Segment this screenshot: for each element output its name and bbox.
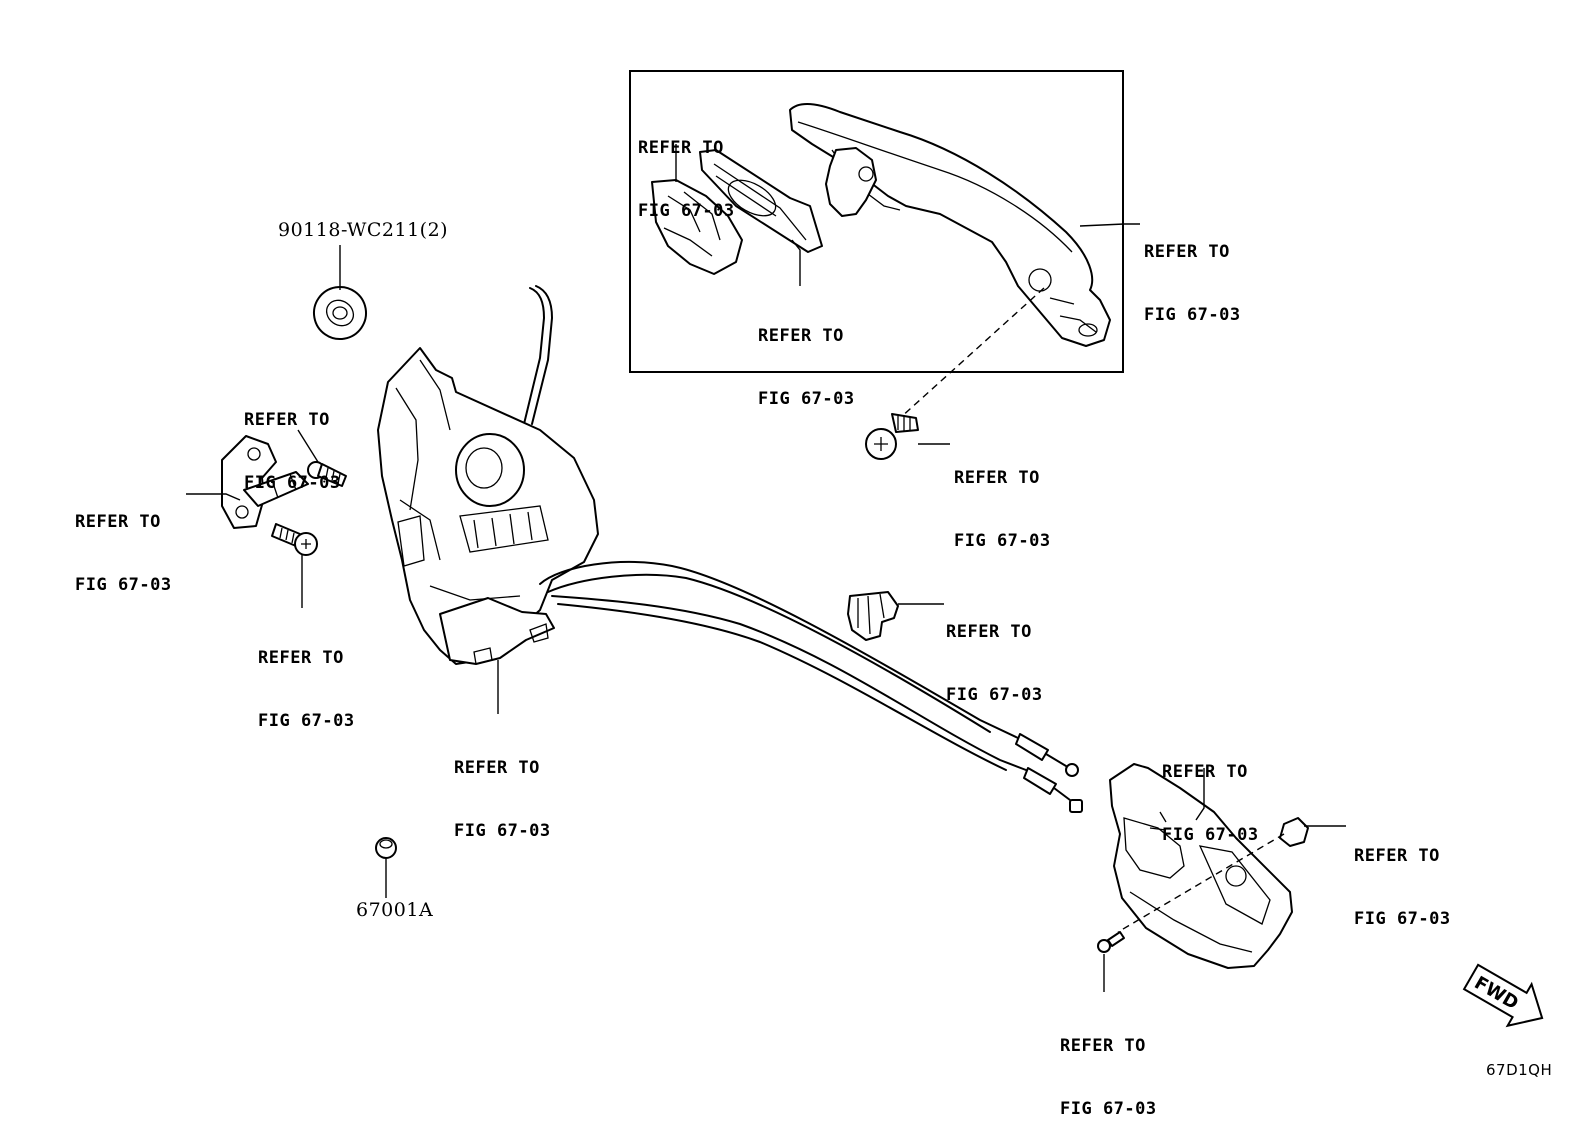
inside-handle-part[interactable]	[1109, 763, 1293, 969]
callout-inside-handle[interactable]: REFER TO FIG 67-03	[1162, 762, 1259, 845]
diagram-code: 67D1QH	[1486, 1061, 1553, 1079]
part-number-retainer[interactable]: 90118-WC211(2)	[278, 219, 449, 241]
cable-clip-part[interactable]	[847, 591, 899, 641]
outside-handle-part[interactable]	[789, 103, 1111, 347]
door-lock-part[interactable]	[377, 285, 599, 665]
callout-cable-clip[interactable]: REFER TO FIG 67-03	[946, 622, 1043, 705]
lock-cables	[539, 561, 1083, 813]
callout-handle-cover[interactable]: REFER TO FIG 67-03	[638, 138, 735, 221]
handle-plug-part[interactable]	[1279, 817, 1309, 847]
retainer-part[interactable]	[304, 277, 376, 349]
callout-handle-gasket[interactable]: REFER TO FIG 67-03	[758, 326, 855, 409]
plug-to-screw-guide	[1117, 833, 1285, 933]
callout-handle-screw[interactable]: REFER TO FIG 67-03	[954, 468, 1051, 551]
callout-door-striker[interactable]: REFER TO FIG 67-03	[75, 512, 172, 595]
cap-part[interactable]	[375, 837, 397, 859]
striker-screw-top-part[interactable]	[307, 461, 347, 487]
inside-handle-screw-part[interactable]	[1097, 931, 1125, 953]
callout-inside-handle-screw[interactable]: REFER TO FIG 67-03	[1060, 1036, 1157, 1119]
callout-door-lock[interactable]: REFER TO FIG 67-03	[454, 758, 551, 841]
callout-striker-screw-bottom[interactable]: REFER TO FIG 67-03	[258, 648, 355, 731]
door-striker-part[interactable]	[221, 435, 309, 529]
handle-gasket-part[interactable]	[699, 149, 823, 253]
leader-lines	[186, 144, 1346, 992]
callout-outside-handle[interactable]: REFER TO FIG 67-03	[1144, 242, 1241, 325]
parts-diagram: FWD	[186, 70, 1544, 1028]
part-number-cap[interactable]: 67001A	[356, 899, 434, 921]
handle-screw-part[interactable]	[865, 413, 919, 460]
callout-handle-plug[interactable]: REFER TO FIG 67-03	[1354, 846, 1451, 929]
callout-striker-screw-top[interactable]: REFER TO FIG 67-03	[244, 410, 341, 493]
handle-to-screw-guide	[899, 287, 1045, 419]
handle-cover-part[interactable]	[651, 179, 743, 275]
striker-screw-bottom-part[interactable]	[271, 523, 318, 556]
fwd-arrow-icon: FWD	[1462, 963, 1544, 1028]
outside-handle-group-frame	[629, 70, 1124, 373]
